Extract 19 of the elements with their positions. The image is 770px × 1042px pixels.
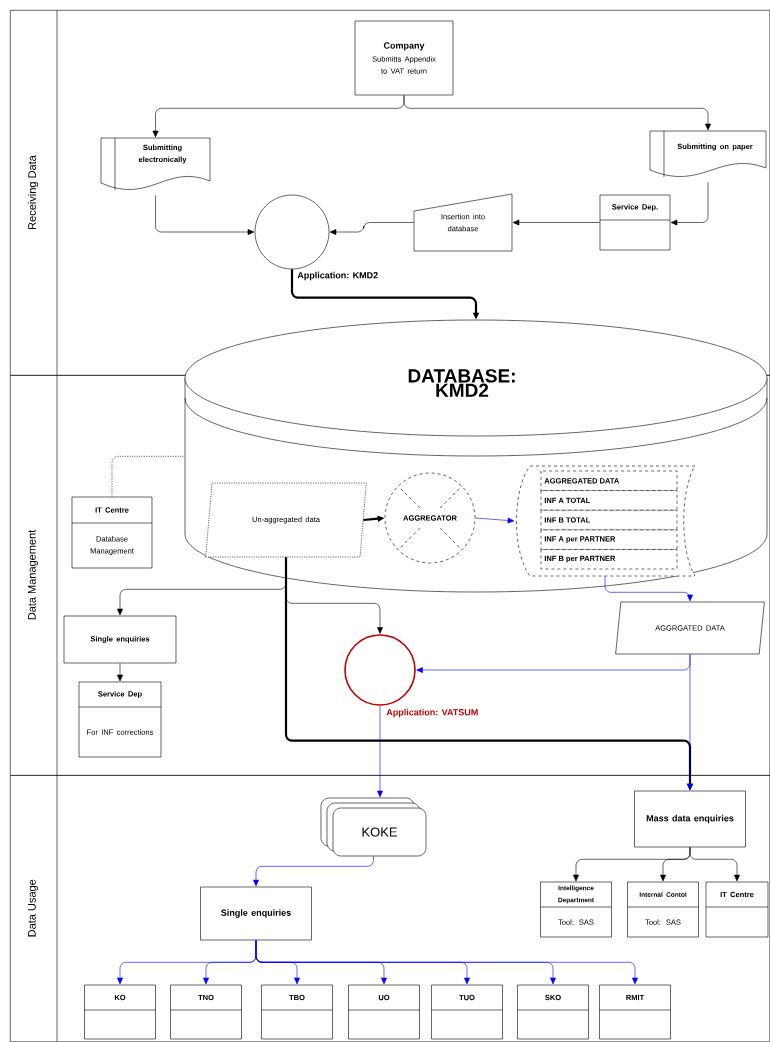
arrow [377,705,383,798]
database-cylinder: DATABASE: KMD2 [184,319,768,461]
process-box: Single enquiries [200,886,312,941]
arrow [155,195,255,235]
connector-line [111,456,185,497]
arrow [670,182,709,226]
arrow [689,847,740,882]
arrow [329,222,414,235]
arrow [687,654,693,791]
stacked-box: KOKE [320,797,427,857]
arrow [604,576,693,602]
arrow [512,219,600,226]
application-label: Application: KMD2 [297,271,378,281]
arrow [255,940,638,985]
arrow [117,663,123,682]
process-box: Mass data enquiries [634,790,746,848]
arrow [403,95,711,131]
arrow [475,517,515,524]
application-label: Application: VATSUM [386,708,478,718]
